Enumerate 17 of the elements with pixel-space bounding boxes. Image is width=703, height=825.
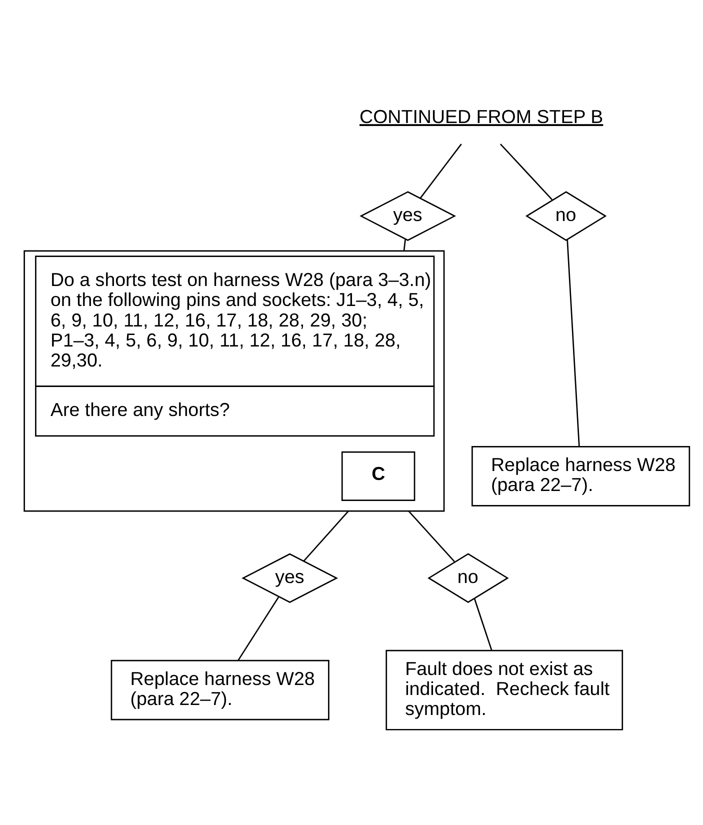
connector <box>566 240 580 447</box>
node-diamond: no <box>428 553 509 604</box>
node-box: Replace harness W28 (para 22–7). <box>110 660 330 720</box>
connector <box>408 510 455 562</box>
connector <box>303 510 349 562</box>
node-text: CONTINUED FROM STEP B <box>360 106 604 128</box>
node-box: Fault does not exist as indicated. Recheck fault symptom. <box>386 650 624 730</box>
node-box: C <box>341 451 416 501</box>
connector <box>500 144 553 200</box>
connector <box>474 598 492 651</box>
connector <box>403 239 406 251</box>
node-diamond: no <box>525 191 607 241</box>
node-diamond: yes <box>360 191 456 241</box>
node-box: Replace harness W28 (para 22–7). <box>472 446 690 506</box>
connector <box>238 596 280 661</box>
node-diamond: yes <box>242 553 338 603</box>
connector <box>420 144 462 198</box>
